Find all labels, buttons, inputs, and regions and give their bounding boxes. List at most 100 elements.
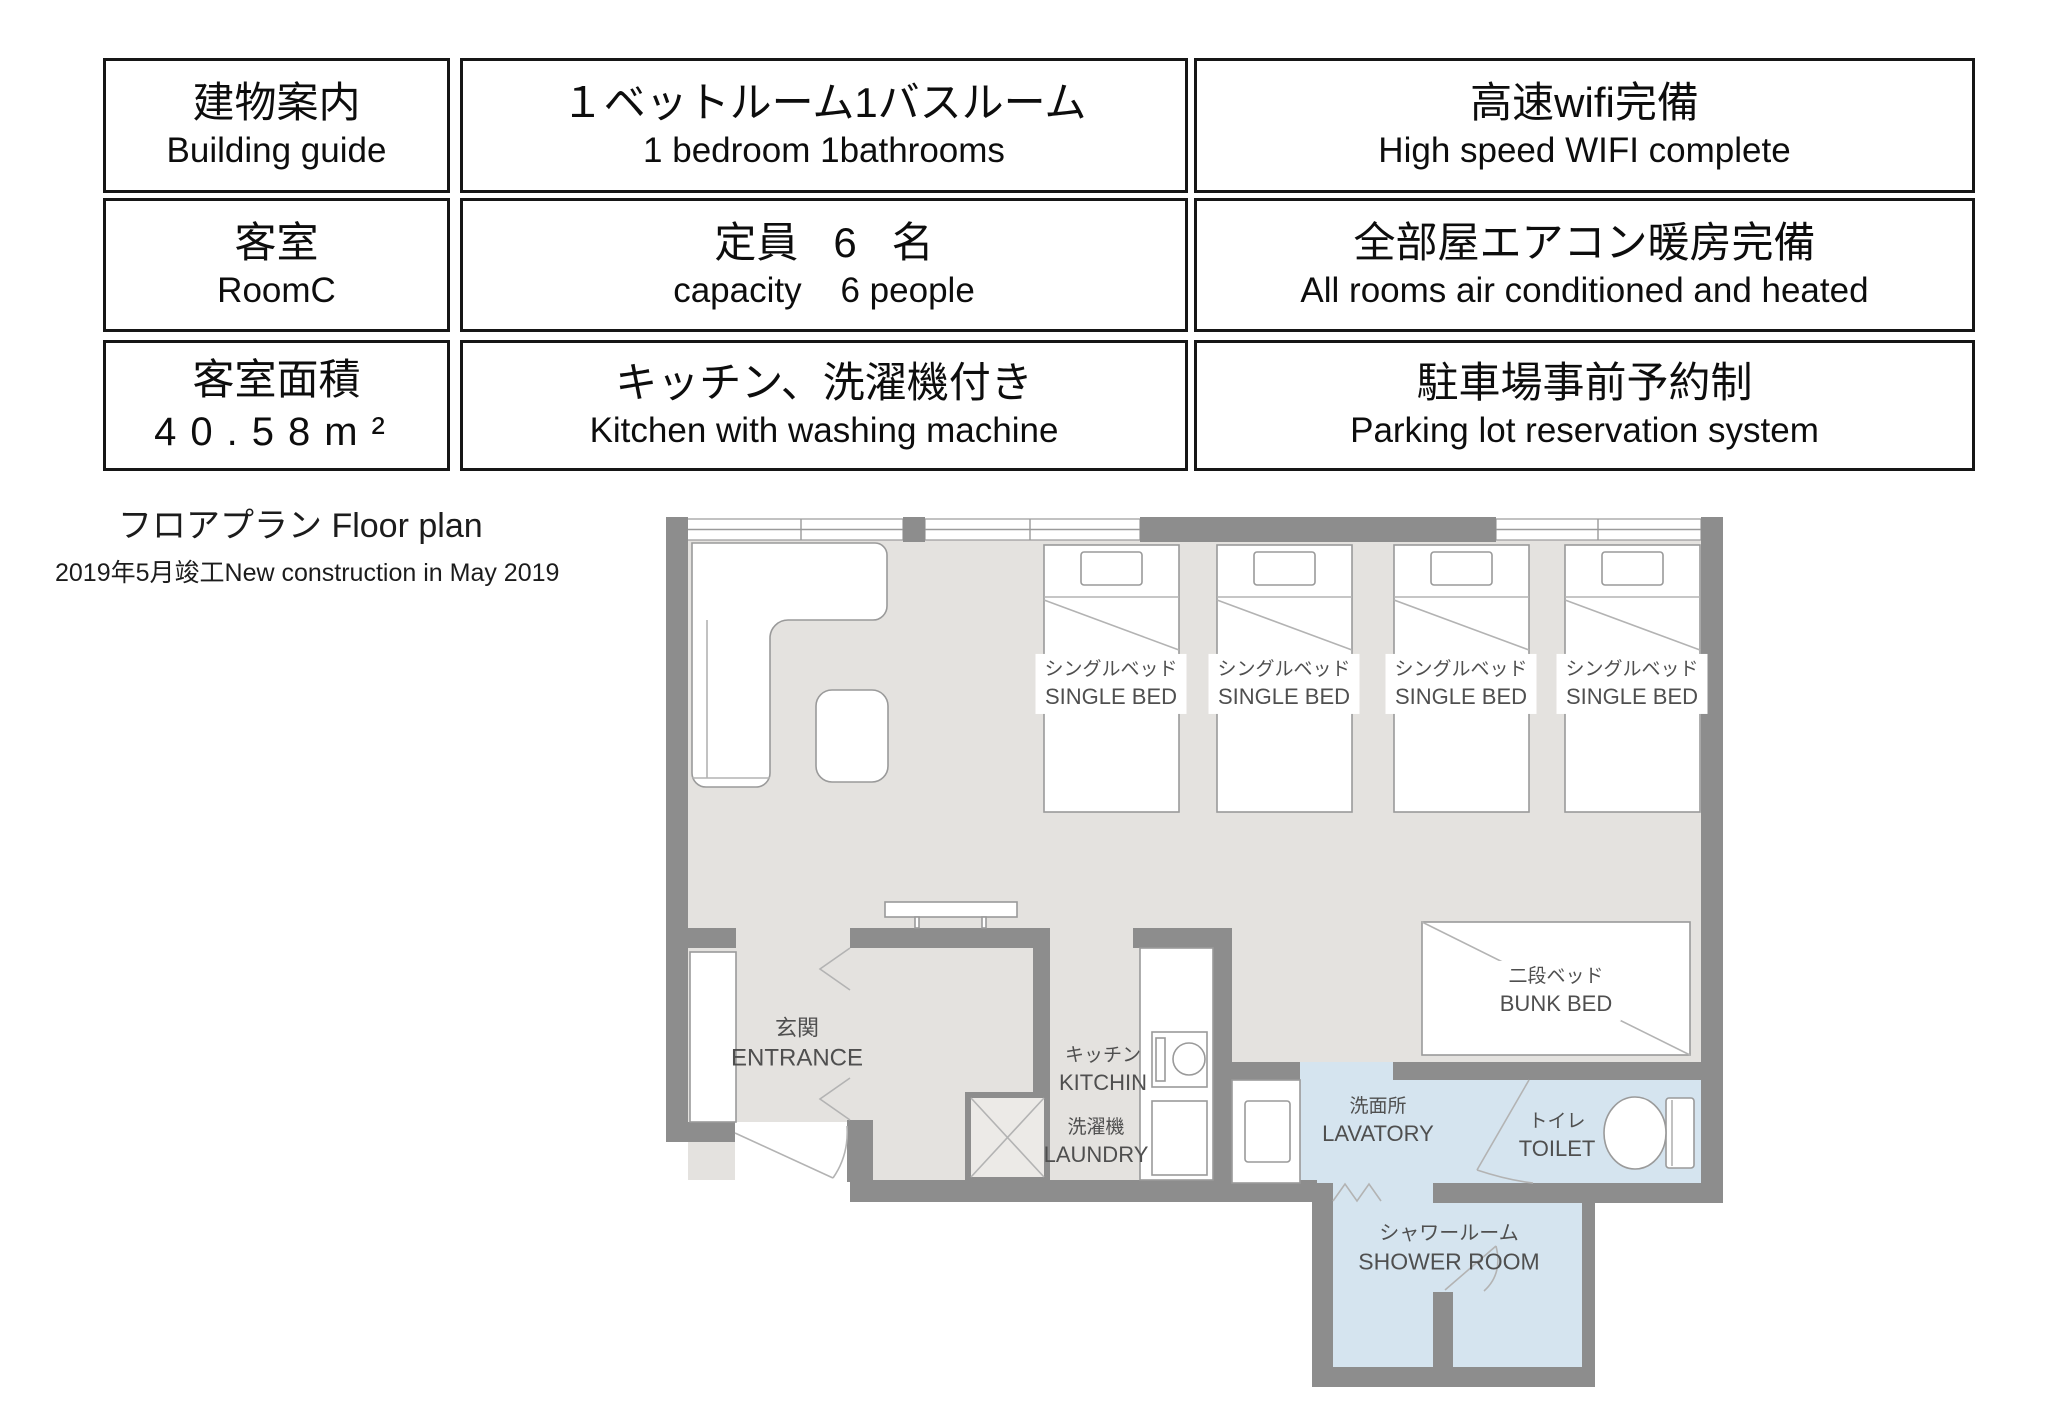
side-table [815,689,889,783]
label-single-bed-1-jp: シングルベッド [1044,658,1178,680]
kitchen-counter [1139,947,1214,1181]
cell-aircon-en: All rooms air conditioned and heated [1300,270,1869,310]
washbasin [1231,1079,1301,1184]
pillow [1080,551,1143,586]
cell-bedrooms: １ベットルーム1バスルーム 1 bedroom 1bathrooms [460,58,1188,193]
wall-shower-left [1312,1183,1333,1387]
cell-building-guide-en: Building guide [166,131,387,171]
window-1 [686,518,904,541]
label-kitchen-jp: キッチン [1064,1044,1141,1066]
label-lavatory-jp: 洗面所 [1349,1095,1407,1117]
cell-kitchen-laundry-jp: キッチン、洗濯機付き [615,359,1033,407]
accordion-door-icon [1332,1182,1382,1203]
lavatory-doorway-floor [1300,1062,1393,1080]
pillow [1253,551,1316,586]
wall-bottom-left-run [850,1180,1317,1202]
wall-kitchen-right [1213,948,1232,1202]
toilet-door [1476,1079,1534,1184]
cell-wifi: 高速wifi完備 High speed WIFI complete [1194,58,1975,193]
cell-room-name-jp: 客室 [234,218,319,266]
label-toilet: トイレ TOILET [1519,1109,1596,1163]
pillow [1601,551,1664,586]
label-single-bed-2: シングルベッド SINGLE BED [1208,653,1360,715]
pillow [1430,551,1493,586]
floor-plan-title: フロアプラン Floor plan [118,507,483,545]
washing-machine-box [965,1092,1050,1183]
entrance-folding-door [818,947,851,1121]
label-toilet-en: TOILET [1518,1136,1596,1162]
wall-under-bunk [1393,1062,1701,1080]
wall-right [1701,517,1723,1203]
cell-building-guide-jp: 建物案内 [192,79,361,127]
cell-capacity-jp: 定員 6 名 [714,218,934,266]
label-laundry-en: LAUNDRY [1043,1142,1149,1168]
label-single-bed-2-jp: シングルベッド [1217,658,1351,680]
entry-threshold [735,1122,847,1180]
wall-kitchen-nook [1033,948,1050,1095]
label-laundry-jp: 洗濯機 [1067,1116,1125,1138]
cell-kitchen-laundry-en: Kitchen with washing machine [589,411,1059,451]
label-single-bed-1: シングルベッド SINGLE BED [1035,653,1187,715]
label-kitchen-en: KITCHIN [1059,1070,1147,1096]
cell-room-area-jp: 客室面積 [192,356,361,404]
toilet-fixture [1603,1096,1695,1170]
floor-plan-subtitle: 2019年5月竣工New construction in May 2019 [55,559,560,587]
windows [686,518,1702,541]
wall-top-long [1140,517,1496,542]
cell-kitchen-laundry: キッチン、洗濯機付き Kitchen with washing machine [460,340,1188,471]
cell-room-area-value: 40.58m² [154,409,399,454]
label-single-bed-3-jp: シングルベッド [1394,658,1528,680]
wall-shower-bottom [1312,1367,1595,1387]
cell-bedrooms-jp: １ベットルーム1バスルーム [561,79,1087,127]
wall-bottom-left-corner [666,1122,735,1142]
tv-console [884,901,1018,929]
label-shower-room-en: SHOWER ROOM [1358,1249,1540,1276]
cell-building-guide: 建物案内 Building guide [103,58,450,193]
cell-parking: 駐車場事前予約制 Parking lot reservation system [1194,340,1975,471]
cell-room-name-en: RoomC [217,270,336,310]
label-toilet-jp: トイレ [1528,1110,1586,1132]
cell-room-name: 客室 RoomC [103,198,450,332]
cell-wifi-jp: 高速wifi完備 [1470,79,1699,127]
label-laundry: 洗濯機 LAUNDRY [1044,1115,1149,1169]
wall-left [666,517,688,1142]
front-door [734,1125,849,1179]
shower-door [1444,1245,1499,1292]
cell-capacity: 定員 6 名 capacity 6 people [460,198,1188,332]
window-2 [924,518,1141,541]
label-single-bed-3: シングルベッド SINGLE BED [1385,653,1537,715]
cell-room-area: 客室面積 40.58m² [103,340,450,471]
label-lavatory-en: LAVATORY [1322,1121,1434,1147]
cell-parking-jp: 駐車場事前予約制 [1416,359,1753,407]
kitchen-sink [1151,1100,1208,1176]
cell-aircon: 全部屋エアコン暖房完備 All rooms air conditioned an… [1194,198,1975,332]
entrance-closet [689,951,737,1123]
wall-lavatory-stub [1232,1062,1300,1080]
shower-room-floor [1333,1183,1582,1367]
label-single-bed-4-en: SINGLE BED [1565,684,1699,710]
label-entrance-en: ENTRANCE [730,1044,864,1072]
wall-bottom-right-run [1433,1183,1723,1203]
label-shower-room-jp: シャワールーム [1379,1222,1519,1245]
doors [734,947,1534,1292]
wall-top-pier [903,517,925,542]
cell-aircon-jp: 全部屋エアコン暖房完備 [1353,218,1816,266]
wall-shower-right [1582,1203,1595,1387]
label-lavatory: 洗面所 LAVATORY [1322,1094,1434,1148]
wall-entrance-stub [666,928,736,948]
label-single-bed-1-en: SINGLE BED [1044,684,1178,710]
label-bunk-bed-en: BUNK BED [1499,991,1613,1017]
label-single-bed-3-en: SINGLE BED [1394,684,1528,710]
label-single-bed-2-en: SINGLE BED [1217,684,1351,710]
window-3 [1495,518,1702,541]
wall-mid-left [850,928,1050,948]
wall-mid-right [1133,928,1232,948]
label-single-bed-4-jp: シングルベッド [1565,658,1699,680]
label-entrance: 玄関 ENTRANCE [731,1014,863,1075]
label-single-bed-4: シングルベッド SINGLE BED [1556,653,1708,715]
label-entrance-jp: 玄関 [774,1015,820,1041]
walls [666,517,1723,1387]
cell-wifi-en: High speed WIFI complete [1378,131,1791,171]
